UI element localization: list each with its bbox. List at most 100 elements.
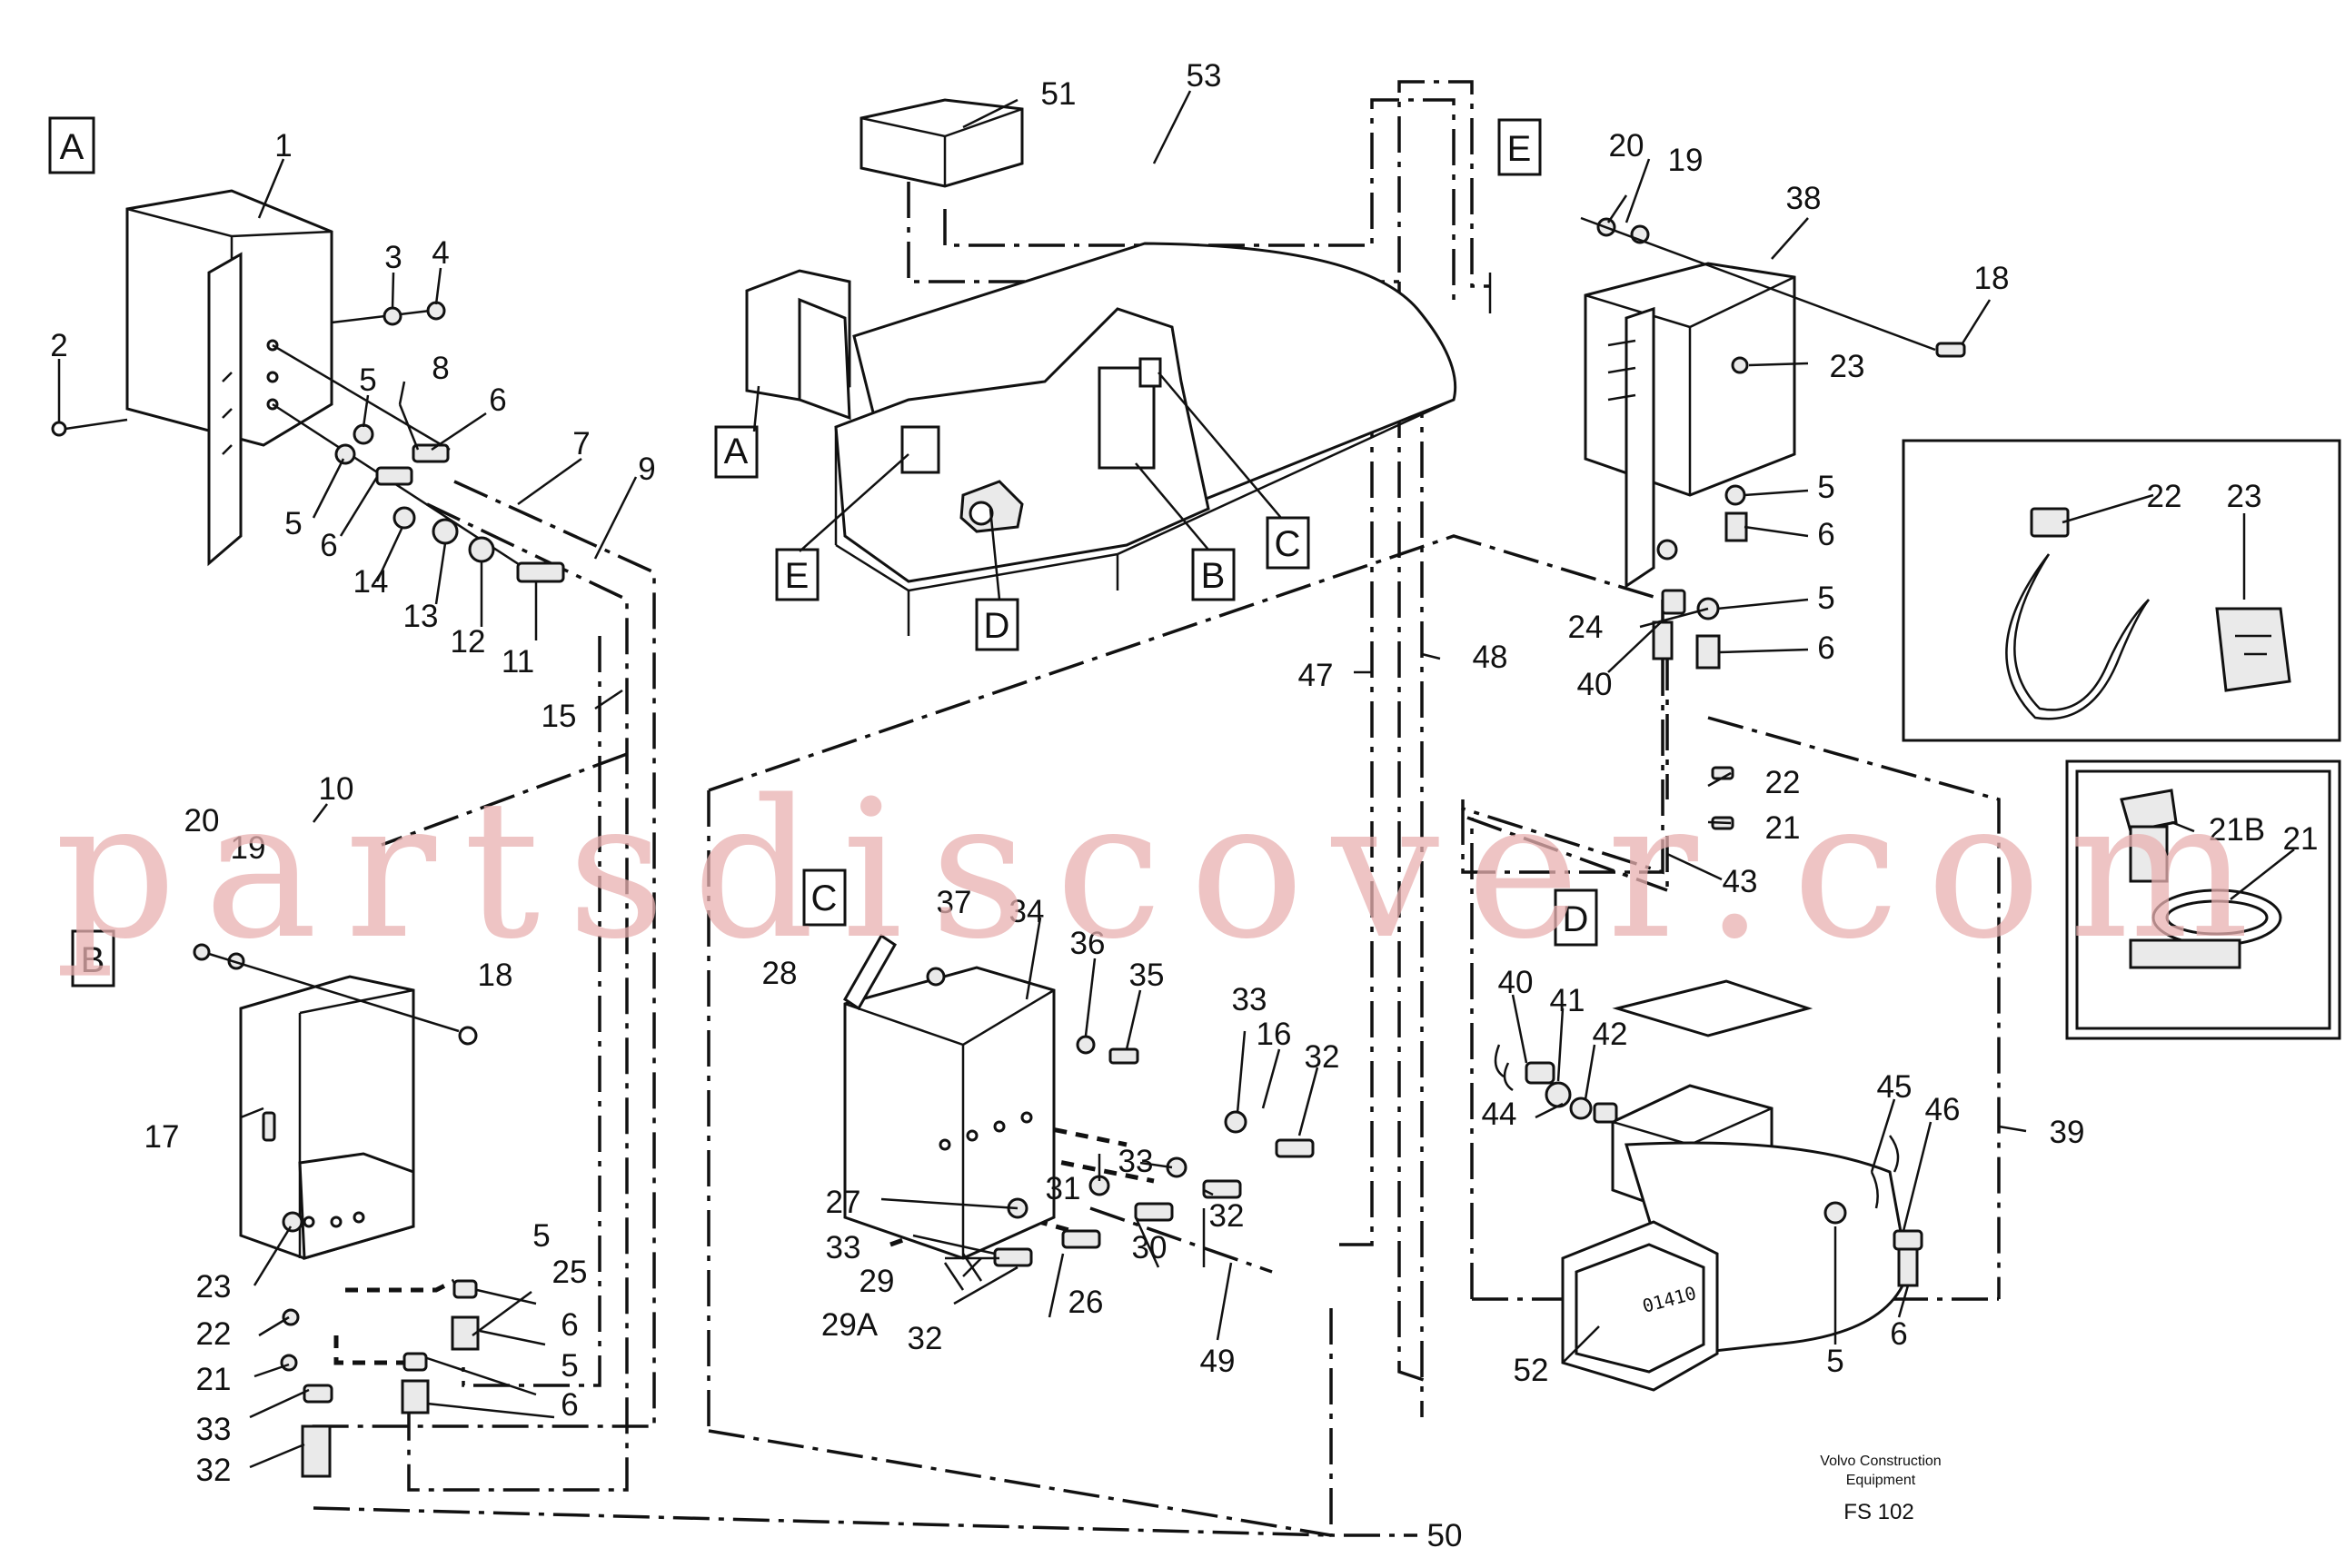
callout: 45: [1877, 1069, 1913, 1105]
callout: 6: [320, 528, 337, 563]
callout: 33: [196, 1412, 232, 1447]
callout: 49: [1200, 1344, 1236, 1379]
callout: 6: [561, 1307, 578, 1343]
callout: 6: [561, 1387, 578, 1423]
callout: 29A: [821, 1307, 879, 1343]
figure-code: FS 102: [1843, 1500, 1913, 1524]
callout: 34: [1009, 894, 1045, 929]
section-label-a-top: A: [60, 127, 84, 167]
callout-leaders: [57, 90, 2295, 1469]
callout: 18: [478, 958, 513, 993]
callout: 27: [826, 1185, 861, 1220]
callout: 25: [552, 1255, 588, 1290]
section-label-a-mid: A: [724, 432, 749, 471]
callout: 5: [359, 362, 376, 398]
section-label-e-mid: E: [785, 556, 810, 596]
callout: 11: [502, 644, 534, 680]
callout: 32: [196, 1453, 232, 1488]
callout: 52: [1514, 1353, 1549, 1388]
callout: 6: [1817, 630, 1834, 666]
cabinet-34: [843, 933, 1315, 1291]
detail-box-21: [2065, 759, 2341, 1040]
footer: Volvo Construction Equipment FS 102: [1820, 1454, 1941, 1524]
cabinet-38: [1580, 216, 1966, 830]
callout: 22: [1765, 765, 1801, 800]
section-labels: A A B B C C D D E E: [48, 116, 1598, 987]
callout: 14: [353, 564, 389, 600]
callout: 30: [1132, 1230, 1168, 1265]
callout: 6: [1890, 1316, 1907, 1352]
callout: 47: [1298, 658, 1334, 693]
callout: 23: [196, 1269, 232, 1305]
callout: 23: [2227, 479, 2262, 514]
callout: 19: [1668, 143, 1704, 178]
section-label-d: D: [1563, 899, 1589, 939]
callout: 3: [384, 240, 402, 275]
callout: 20: [184, 803, 220, 839]
section-label-d-mid: D: [984, 606, 1010, 646]
section-label-b-mid: B: [1201, 556, 1226, 596]
callout: 4: [432, 235, 449, 271]
callout: 19: [231, 830, 266, 866]
callout: 20: [1609, 128, 1644, 164]
callout: 50: [1427, 1518, 1463, 1553]
cabinet-17: [193, 943, 480, 1478]
callout: 5: [1817, 470, 1834, 505]
callout: 33: [826, 1230, 861, 1265]
callout: 40: [1498, 965, 1534, 1000]
detail-box-22-23: [1902, 439, 2341, 742]
callout: 40: [1577, 667, 1613, 702]
machine-body: [745, 242, 1457, 636]
callout: 17: [144, 1119, 180, 1155]
section-label-b: B: [81, 940, 105, 980]
callout: 13: [403, 599, 439, 634]
callout: 23: [1830, 349, 1865, 384]
callout: 10: [319, 771, 354, 807]
callout: 5: [561, 1348, 578, 1384]
section-label-c-mid: C: [1275, 524, 1301, 564]
callout: 21: [2283, 821, 2319, 857]
callout: 53: [1187, 58, 1222, 94]
motor-assembly: [1494, 979, 1923, 1392]
callout: 26: [1068, 1285, 1104, 1320]
callout: 31: [1046, 1171, 1081, 1206]
callout: 6: [1817, 517, 1834, 552]
callout: 15: [542, 699, 577, 734]
callout: 5: [1826, 1344, 1843, 1379]
callout-labels: 1 2 3 4 5 8 6 7 9 5 6 14 13 12 11 15 10 …: [50, 58, 2318, 1553]
callout: 8: [432, 351, 449, 386]
callout: 43: [1723, 864, 1758, 899]
callout: 33: [1118, 1144, 1154, 1179]
callout: 33: [1232, 982, 1267, 1017]
watermark: partsdiscover.com: [55, 759, 2277, 981]
callout: 22: [196, 1316, 232, 1352]
brand-line-2: Equipment: [1846, 1473, 1916, 1488]
callout: 21: [1765, 810, 1801, 846]
callout: 41: [1550, 983, 1585, 1018]
callout: 7: [572, 426, 590, 461]
control-box-51: [860, 98, 1024, 188]
callout: 12: [451, 624, 486, 660]
callout: 21: [196, 1362, 232, 1397]
callout: 32: [1209, 1198, 1245, 1234]
callout: 32: [908, 1321, 943, 1356]
callout: 32: [1305, 1039, 1340, 1075]
callout: 51: [1041, 76, 1077, 112]
section-label-e: E: [1507, 129, 1532, 169]
callout: 42: [1593, 1017, 1628, 1052]
callout: 36: [1070, 926, 1106, 961]
callout: 2: [50, 328, 67, 363]
callout: 46: [1925, 1092, 1961, 1127]
callout: 38: [1786, 181, 1822, 216]
callout: 39: [2050, 1115, 2085, 1150]
callout: 48: [1473, 640, 1508, 675]
callout: 16: [1257, 1017, 1292, 1052]
callout: 9: [638, 452, 655, 487]
callout: 29: [860, 1264, 895, 1299]
callout: 6: [489, 382, 506, 418]
callout: 22: [2147, 479, 2182, 514]
letter-leaders: [752, 372, 1282, 600]
callout: 1: [274, 128, 292, 164]
